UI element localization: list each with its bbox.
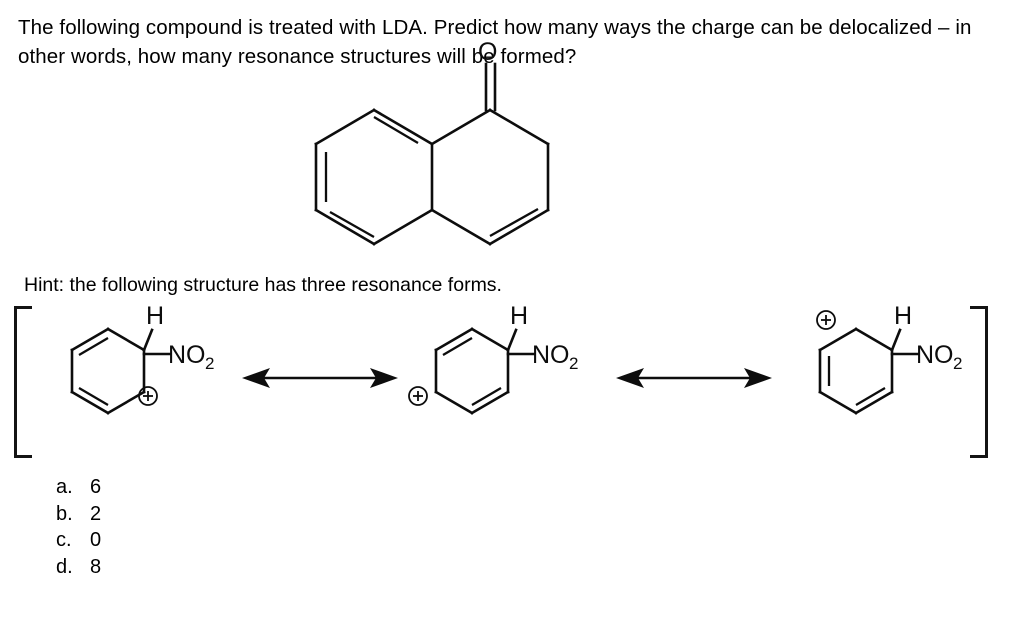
resonance-form-2-diagram: H NO 2	[408, 302, 578, 415]
option-a-letter: a.	[56, 476, 73, 498]
nitro-subscript-2: 2	[569, 354, 578, 373]
hydrogen-label-1: H	[146, 302, 164, 330]
compound-structure-figure: O	[290, 38, 550, 246]
option-c-letter: c.	[56, 529, 72, 551]
resonance-form-3: H NO 2	[796, 302, 1022, 452]
option-b-value: 2	[90, 502, 102, 525]
resonance-form-2: H NO 2	[408, 302, 642, 452]
ring-skeleton-2	[434, 327, 510, 415]
ring-skeleton-1	[70, 327, 146, 415]
carbonyl-group: O	[478, 38, 497, 112]
question-prompt: The following compound is treated with L…	[18, 16, 972, 68]
option-c-value: 0	[90, 529, 102, 551]
positive-charge-2	[408, 386, 428, 406]
nitro-subscript-3: 2	[953, 354, 962, 373]
resonance-form-1-diagram: H NO 2	[70, 302, 214, 415]
compound-skeletal-diagram: O	[314, 38, 550, 246]
resonance-arrow-2	[614, 358, 774, 398]
positive-charge-1	[138, 386, 158, 406]
resonance-form-1: H NO 2	[48, 302, 278, 452]
nitro-label-2: NO	[532, 341, 570, 369]
resonance-forms-panel: H NO 2	[0, 296, 1010, 472]
nitro-label-3: NO	[916, 341, 954, 369]
oxygen-label: O	[478, 38, 497, 66]
benzene-ring	[314, 108, 434, 246]
resonance-arrow-1-glyph	[242, 368, 398, 388]
cyclohexenone-ring	[430, 108, 550, 246]
answer-options-list: a. 6 b. 2 c. 0 d. 8	[56, 474, 101, 580]
option-b-letter: b.	[56, 502, 73, 525]
hydrogen-label-3: H	[894, 302, 912, 330]
positive-charge-3	[816, 310, 836, 330]
option-d-value: 8	[90, 555, 102, 578]
option-d-letter: d.	[56, 555, 73, 578]
answer-option-d[interactable]: d. 8	[56, 554, 101, 581]
resonance-arrow-2-glyph	[616, 368, 772, 388]
answer-option-c[interactable]: c. 0	[56, 527, 101, 554]
bond-to-hydrogen-1	[142, 328, 154, 352]
nitro-subscript-1: 2	[205, 354, 214, 373]
answer-option-b[interactable]: b. 2	[56, 501, 101, 528]
bracket-left	[14, 296, 40, 464]
bracket-right	[962, 296, 988, 464]
answer-option-a[interactable]: a. 6	[56, 474, 101, 501]
bond-to-hydrogen-3	[890, 328, 902, 352]
ring-skeleton-3	[818, 327, 894, 415]
hint-text: Hint: the following structure has three …	[24, 274, 502, 296]
bond-to-hydrogen-2	[506, 328, 518, 352]
resonance-form-3-diagram: H NO 2	[816, 302, 962, 415]
resonance-arrow-1	[240, 358, 400, 398]
option-a-value: 6	[90, 476, 102, 498]
hydrogen-label-2: H	[510, 302, 528, 330]
nitro-label-1: NO	[168, 341, 206, 369]
